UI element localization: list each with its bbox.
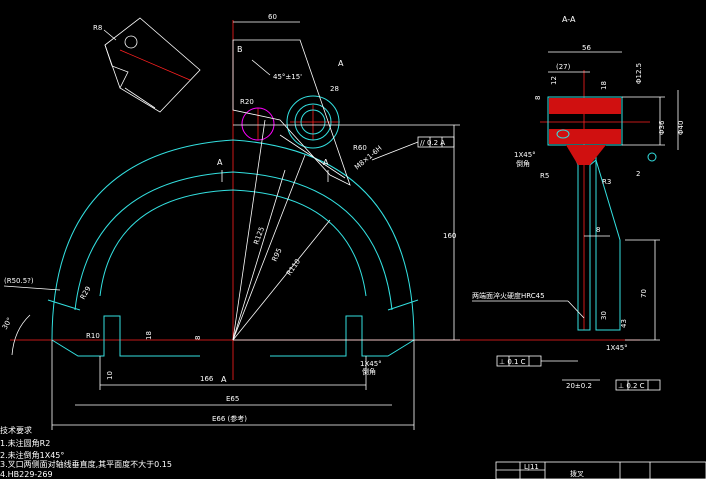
dim-160: 160 [443,232,456,240]
dim-r110: R110 [285,258,302,278]
dim-r95: R95 [271,247,284,263]
view-letter-a3: A [323,158,329,167]
dim-2: 2 [636,170,640,178]
title-block-name: 拨叉 [570,469,584,478]
dim-c1: 1X45° [360,360,382,368]
dim-r50: (R50.5?) [4,277,34,285]
dim-c45: 1X45° [514,151,536,159]
dim-r60: R60 [353,144,367,152]
dim-10: 10 [106,371,114,380]
dim-18b: 18 [600,81,608,90]
dim-60: 60 [268,13,277,21]
view-letter-a1: A [338,59,344,68]
dim-r20: R20 [240,98,254,106]
dim-phi: Φ12.5 [635,63,643,84]
dim-27: (27) [556,63,571,71]
dim-30: 30 [600,311,608,320]
view-letter-a2: A [217,158,223,167]
dim-r125: R125 [252,226,266,246]
dim-8: 8 [194,336,202,340]
annot-hardening: 两端面淬火硬度HRC45 [472,291,545,300]
view-letter-a4: A [221,375,227,384]
dim-angle30: 30° [1,316,14,331]
center-lines [10,20,650,380]
section-title: A-A [562,15,576,24]
note-2: 2.未注倒角1X45° [0,450,64,460]
view-letter-b: B [237,45,243,54]
title-block-code: LJ11 [524,463,539,471]
dim-phi40: Φ40 [677,121,685,135]
dim-43: 43 [620,319,628,328]
fcf-b1: ⊥ 0.1 C [499,358,526,366]
dim-12: 12 [550,76,558,85]
dim-18: 18 [145,331,153,340]
note-1: 1.未注圆角R2 [0,438,50,448]
technical-notes: 技术要求 1.未注圆角R2 2.未注倒角1X45° 3.叉口两侧面对轴线垂直度,… [0,425,172,479]
dim-cc: 1X45° [606,344,628,352]
dim-70: 70 [640,289,648,298]
detail-view-b: R8 [93,17,201,113]
dim-8r: 8 [596,226,600,234]
note-4: 4.HB229-269 [0,470,53,479]
dim-angle45: 45°±15' [273,73,302,81]
dim-r29: R29 [79,285,93,301]
dim-56: 56 [582,44,591,52]
section-view-a-a: A-A 56 (27) 12 8 18 Φ12.5 Φ36 Φ40 R5 R3 … [472,15,685,391]
dim-166: 166 [200,375,214,383]
dim-c45b: 倒角 [516,159,530,168]
title-block: LJ11 拨叉 [495,461,706,479]
dim-e65: E65 [226,395,239,403]
note-3: 3.叉口两侧面对轴线垂直度,其平面度不大于0.15 [0,459,172,469]
dim-r10: R10 [86,332,100,340]
dim-tol: 20±0.2 [566,382,592,390]
dim-8b: 8 [534,96,542,100]
notes-title: 技术要求 [0,425,32,435]
dim-r5: R5 [540,172,549,180]
dim-c1b: 倒角 [362,367,376,376]
dim-r8: R8 [93,24,102,32]
dim-phi36: Φ36 [658,120,666,135]
fcf-b2: ⊥ 0.2 C [618,382,645,390]
dim-r3: R3 [602,178,611,186]
dim-28: 28 [330,85,339,93]
fork-front-view: 60 160 166 E65 E66 (参考) 45°±15' 28 R20 R… [1,13,460,430]
fcf-top: // 0.2 A [420,139,445,147]
dim-e66: E66 (参考) [212,414,247,423]
